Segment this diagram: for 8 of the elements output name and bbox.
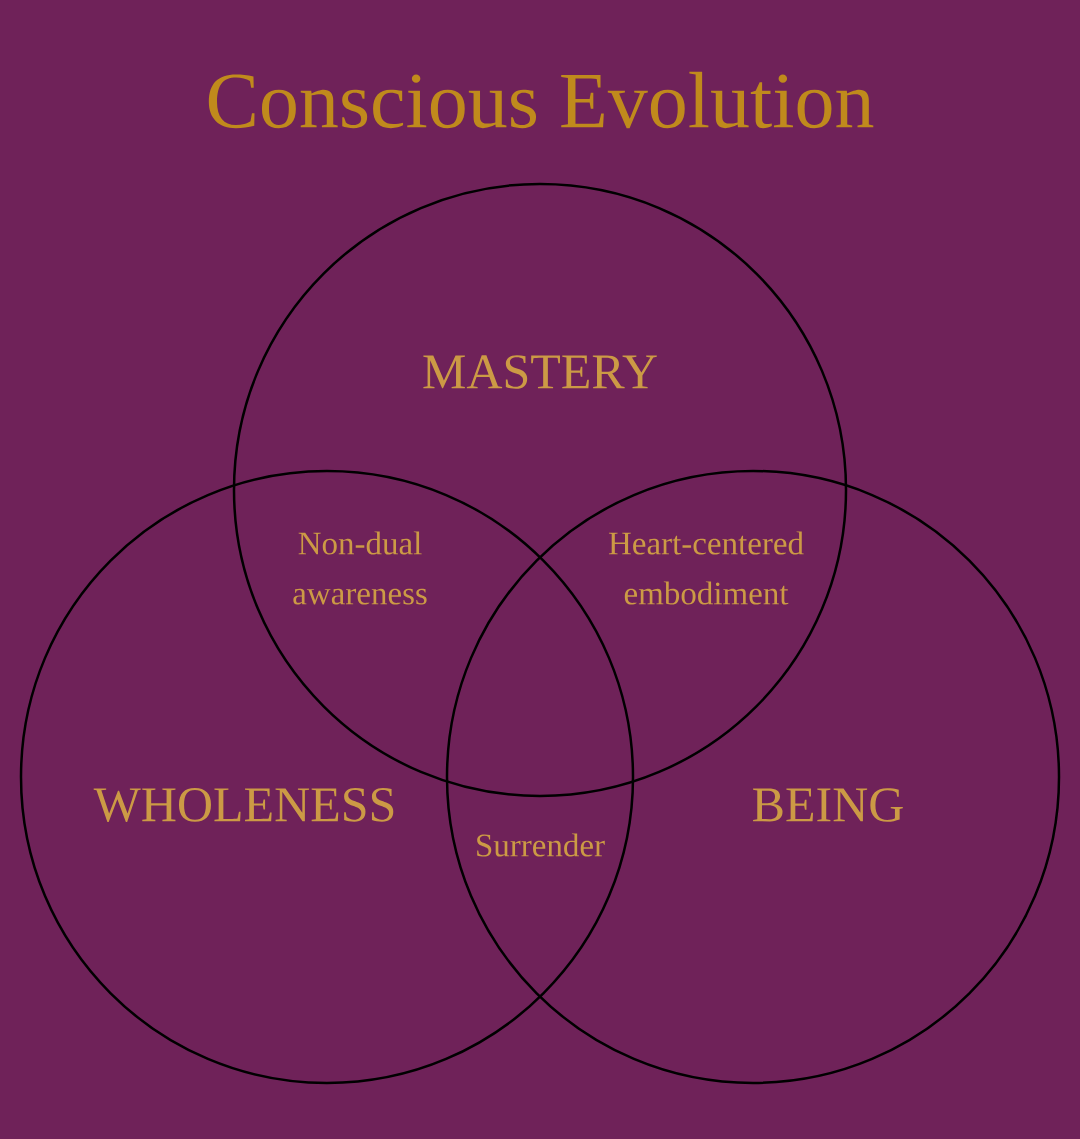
venn-circle [445, 469, 1061, 1085]
overlap-label: Surrender [477, 833, 605, 857]
overlap-label: Heart-centered embodiment [608, 531, 804, 605]
circle-label: MASTERY [423, 355, 657, 389]
title: Conscious Evolution [208, 71, 874, 129]
overlap-label: Non-dual awareness [293, 531, 427, 605]
circle-label: BEING [753, 788, 903, 822]
circle-label: WHOLENESS [93, 788, 394, 822]
